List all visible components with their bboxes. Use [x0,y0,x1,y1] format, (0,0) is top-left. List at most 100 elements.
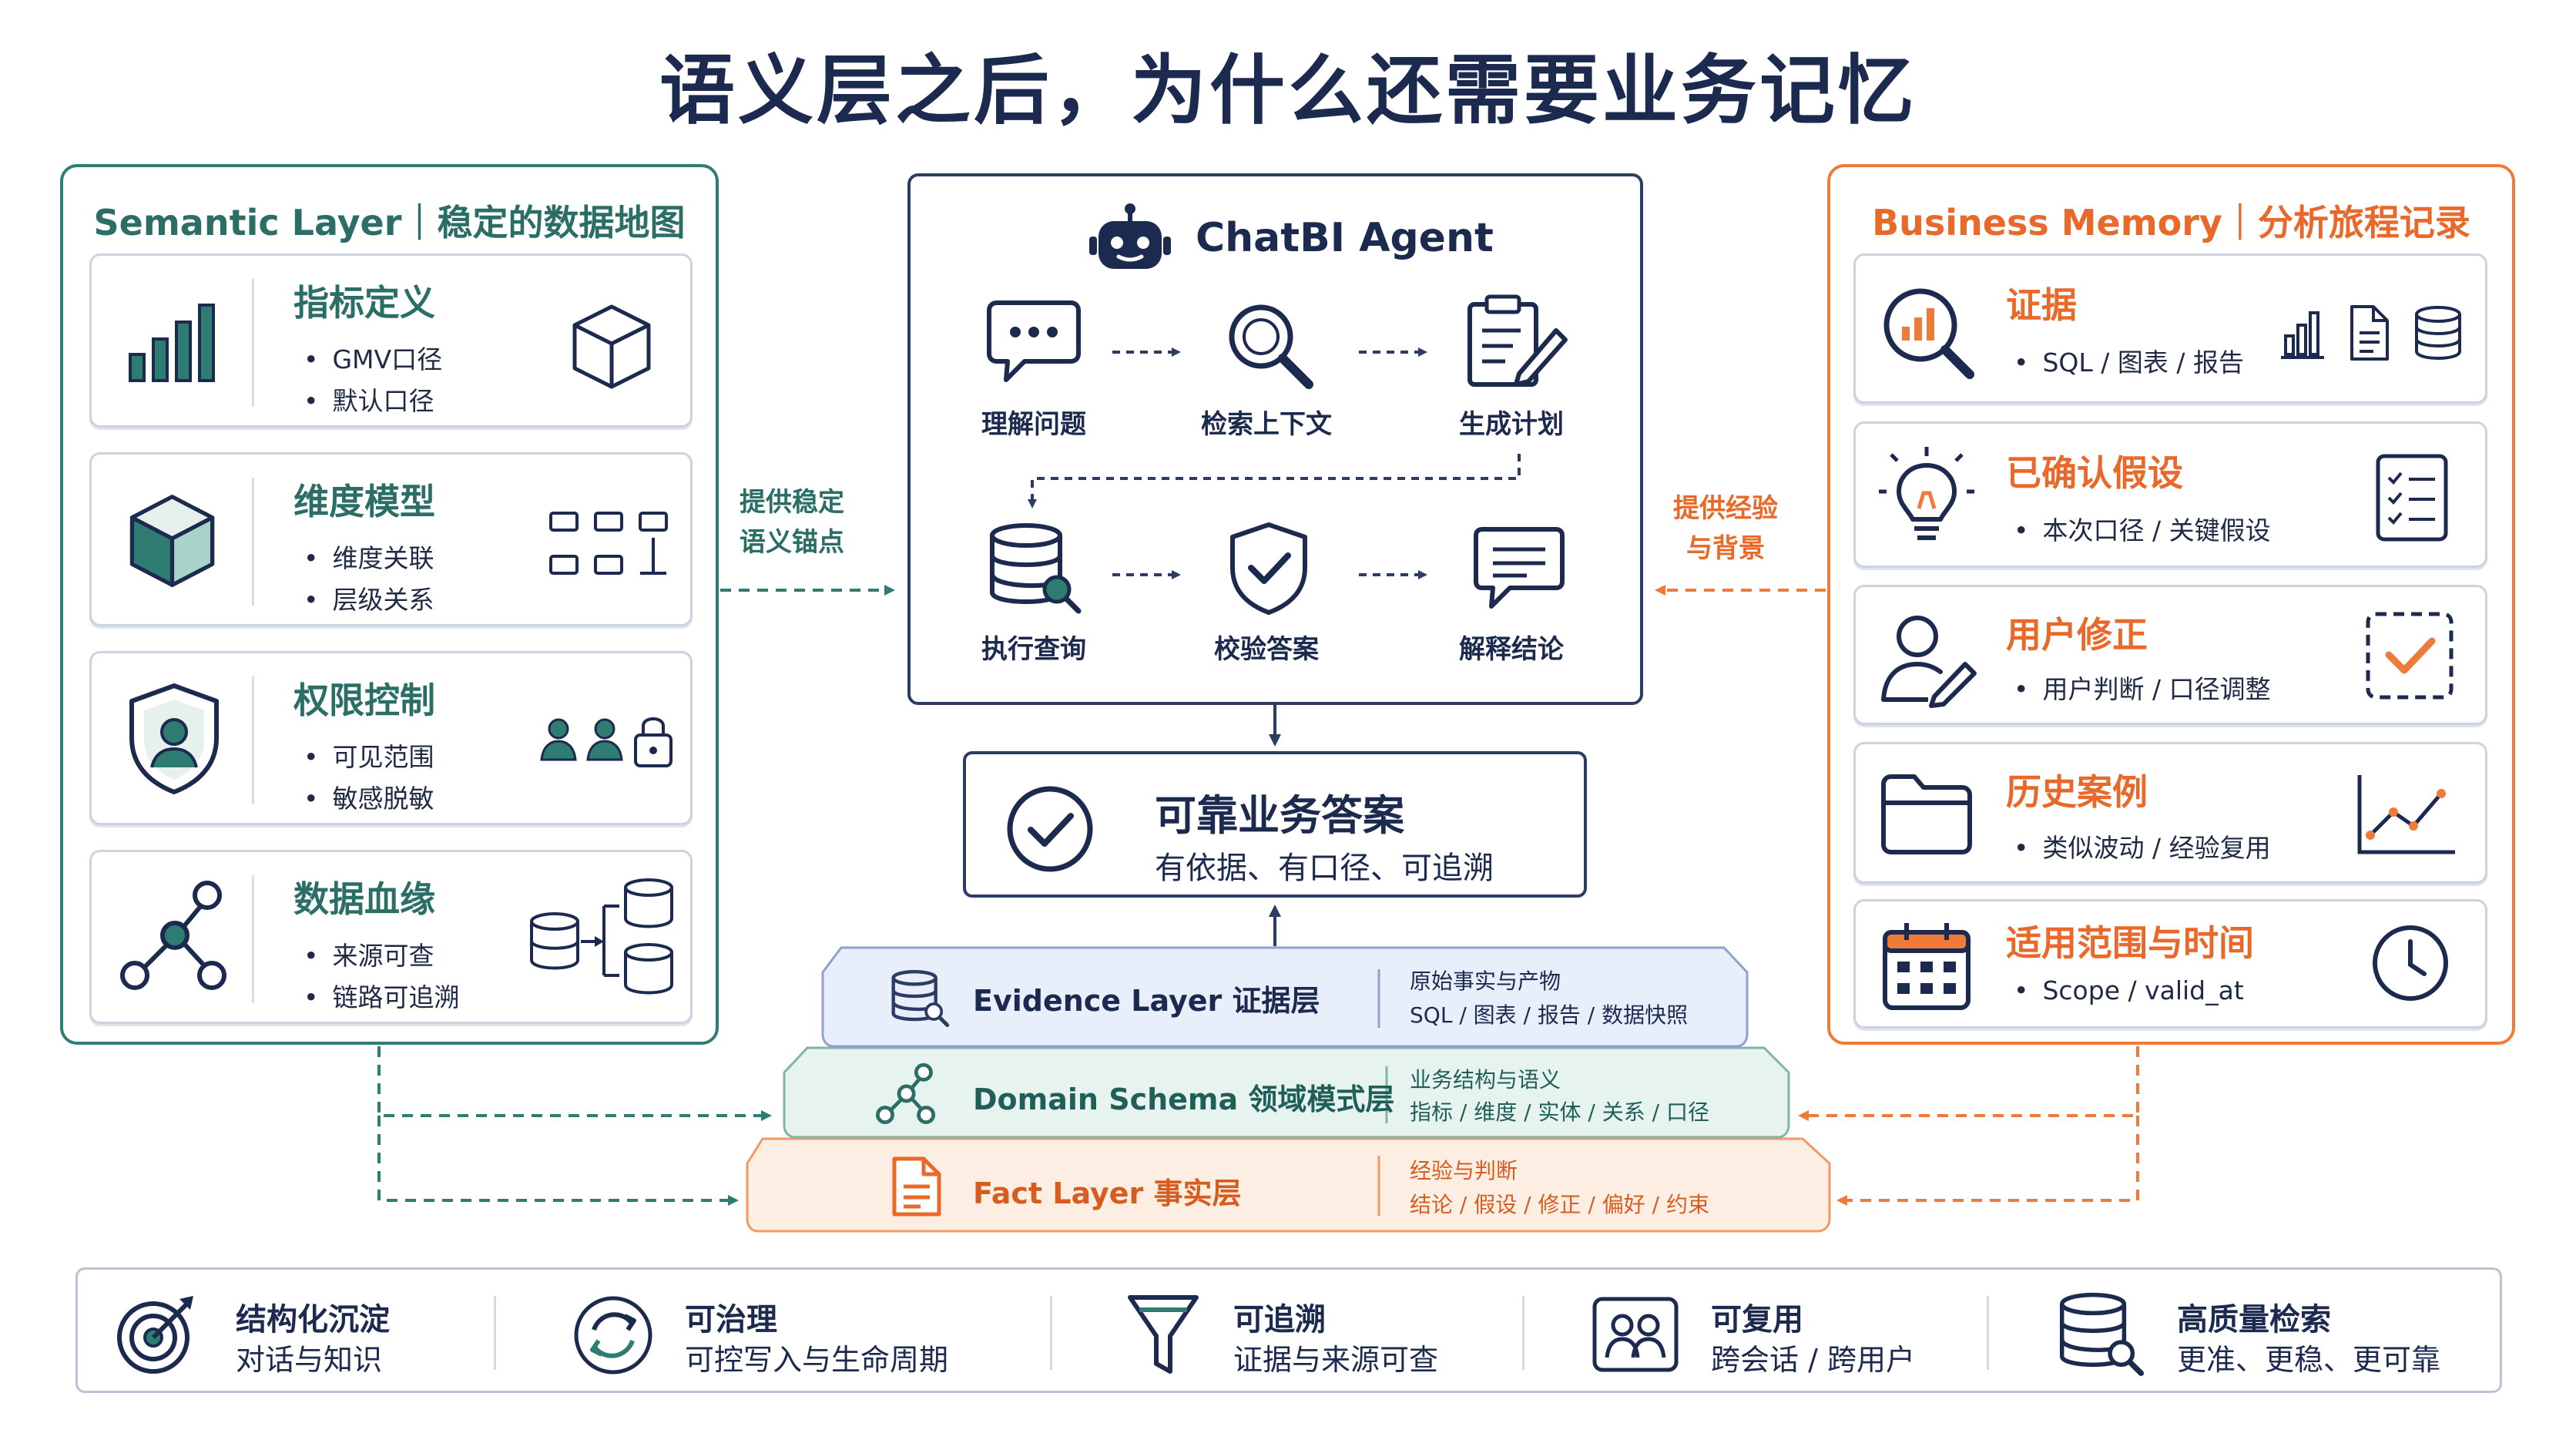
chat-bubble-icon [987,300,1081,382]
fact-layer-desc-title: 经验与判断 [1410,1158,1518,1183]
database-search-icon [2059,1292,2145,1376]
cube-icon [129,495,215,587]
card-data-lineage: 数据血缘 来源可查 链路可追溯 [89,850,693,1024]
feature-divider [1987,1296,1989,1370]
magnifier-icon [1229,304,1313,389]
card-bullet: 来源可查 [304,935,434,972]
answer-title: 可靠业务答案 [1155,791,1404,840]
funnel-icon [1128,1295,1199,1374]
dashed-check-icon [2366,612,2454,700]
feature-divider [494,1296,496,1370]
card-title: 证据 [2006,284,2077,326]
card-title: 数据血缘 [293,878,435,920]
folder-icon [1881,774,1972,854]
check-circle-icon [1007,786,1093,872]
card-scope-time: 适用范围与时间 Scope / valid_at [1853,899,2487,1029]
lightbulb-icon [1879,447,1974,540]
bar-chart-icon [129,304,215,382]
feature-subtitle: 跨会话 / 跨用户 [1711,1343,1915,1377]
card-bullet: 敏感脱敏 [304,778,434,815]
message-lines-icon [1474,527,1565,609]
card-divider [252,478,254,606]
right-arrow-note-line: 与背景 [1686,533,1765,564]
team-icon [1592,1297,1679,1372]
card-bullet: 可见范围 [304,737,434,774]
shield-user-icon [129,683,219,794]
reliable-answer-box: 可靠业务答案 有依据、有口径、可追溯 [963,751,1587,898]
right-to-fact-arrow [1836,1116,2139,1206]
feature-subtitle: 对话与知识 [236,1343,383,1377]
artifacts-icon [2281,305,2461,361]
domain-schema-layer-shape [783,1046,1790,1139]
feature-title: 可复用 [1711,1302,1803,1338]
business-memory-panel: Business Memory｜分析旅程记录 证据 SQL / 图表 / 报告 [1827,164,2515,1045]
card-access-control: 权限控制 可见范围 敏感脱敏 [89,651,693,825]
card-bullet: 类似波动 / 经验复用 [2014,827,2270,864]
left-to-fact-arrow [377,1116,739,1206]
evidence-layer-desc-items: SQL / 图表 / 报告 / 数据快照 [1410,1002,1689,1028]
fact-layer-desc-items: 结论 / 假设 / 修正 / 偏好 / 约束 [1410,1192,1709,1217]
card-historical-cases: 历史案例 类似波动 / 经验复用 [1853,742,2487,884]
target-icon [117,1296,193,1374]
card-bullet: 层级关系 [304,579,434,616]
card-bullet: GMV口径 [304,339,442,376]
line-trend-icon [2357,775,2455,854]
card-bullet: 默认口径 [304,381,434,418]
step-label: 检索上下文 [1201,409,1332,440]
agent-flow-arrows [1028,347,1521,579]
card-title: 维度模型 [293,481,435,522]
feature-title: 高质量检索 [2177,1302,2331,1338]
graph-nodes-icon [876,1062,936,1125]
feature-subtitle: 可控写入与生命周期 [685,1343,949,1377]
card-title: 适用范围与时间 [2006,922,2254,964]
page-title: 语义层之后，为什么还需要业务记忆 [659,47,1917,135]
card-bullet: SQL / 图表 / 报告 [2014,342,2244,379]
users-lock-icon [540,717,673,767]
card-title: 指标定义 [293,282,435,324]
feature-subtitle: 证据与来源可查 [1233,1343,1439,1377]
card-bullet: 用户判断 / 口径调整 [2014,669,2270,706]
database-search-icon [990,523,1082,614]
feature-title: 可追溯 [1233,1302,1326,1338]
card-title: 已确认假设 [2006,452,2183,494]
card-confirmed-hypotheses: 已确认假设 本次口径 / 关键假设 [1853,421,2487,568]
user-pen-icon [1881,616,1977,708]
cycle-icon [574,1296,652,1374]
database-search-icon [891,969,950,1027]
chart-magnifier-icon [1883,288,1974,379]
semantic-layer-panel: Semantic Layer｜稳定的数据地图 指标定义 GMV口径 默认口径 维… [60,164,719,1045]
hierarchy-icon [549,512,668,575]
right-arrow-note-line: 提供经验 [1673,493,1778,524]
domain-schema-layer-desc-items: 指标 / 维度 / 实体 / 关系 / 口径 [1410,1099,1709,1125]
card-bullet: 本次口径 / 关键假设 [2014,510,2270,547]
semantic-layer-title: Semantic Layer｜稳定的数据地图 [93,202,686,243]
card-evidence: 证据 SQL / 图表 / 报告 [1853,253,2487,404]
calendar-icon [1883,923,1971,1010]
right-arrow-note: 提供经验 与背景 [1673,488,1778,569]
card-bullet: 维度关联 [304,538,434,575]
document-icon [892,1156,941,1217]
cube-icon [572,304,651,389]
card-title: 权限控制 [293,680,435,721]
left-arrow-note: 提供稳定 语义锚点 [740,482,844,562]
evidence-layer-name: Evidence Layer 证据层 [973,984,1320,1018]
clipboard-pen-icon [1467,294,1568,387]
left-arrow-note-line: 提供稳定 [740,487,844,518]
card-user-corrections: 用户修正 用户判断 / 口径调整 [1853,585,2487,725]
database-flow-icon [530,878,673,995]
step-label: 生成计划 [1459,409,1564,440]
clock-icon [2373,925,2448,1001]
step-label: 执行查询 [981,634,1086,665]
right-to-schema-arrow [1798,1046,2139,1121]
robot-icon [1089,203,1171,269]
card-bullet: 链路可追溯 [304,977,459,1014]
feature-subtitle: 更准、更稳、更可靠 [2177,1343,2441,1377]
card-divider [252,676,254,804]
step-label: 理解问题 [981,409,1086,440]
card-dimension-model: 维度模型 维度关联 层级关系 [89,452,693,626]
card-title: 历史案例 [2006,771,2148,813]
card-divider [252,875,254,1003]
fact-layer-shape [746,1137,1831,1233]
flow-arrow [1028,454,1521,509]
